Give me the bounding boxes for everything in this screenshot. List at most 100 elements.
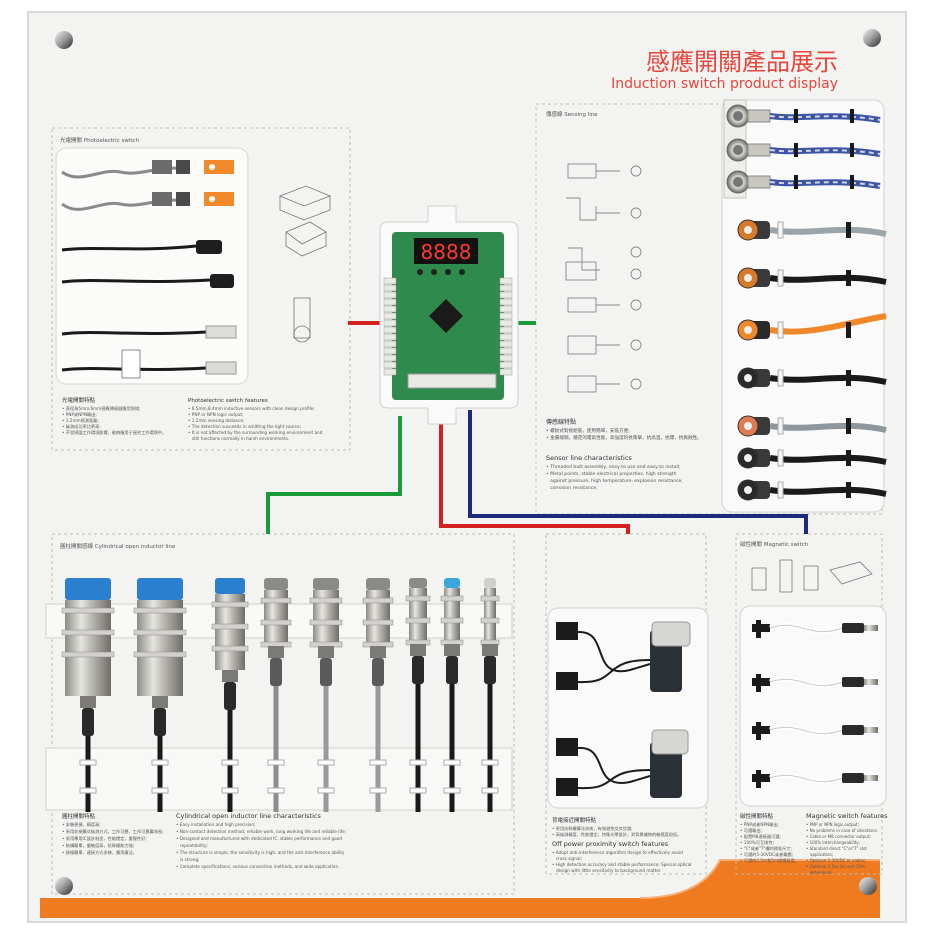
controller-board: 8888: [379, 205, 519, 425]
magnetic-connector-icon: [842, 623, 864, 633]
feature-item: • 100% Interchangeability;: [806, 840, 860, 845]
feature-item: • 螺紋式對接組裝，使用簡單，安裝方便;: [546, 427, 630, 434]
cylindrical-features-cn: 圓柱開關特點: [62, 812, 96, 820]
cylindrical-label: 圓柱開關感線 Cylindrical open inductor line: [60, 542, 176, 550]
sensor-head-icon: [409, 578, 427, 588]
magnetic-features-cn: 磁性開關特點: [740, 812, 774, 820]
sensing-line-section: 傳感線 Sensing line 傳感線特點 • 螺紋式對接組裝，使用簡單，安裝…: [546, 99, 887, 513]
photoelectric-section: 光電開關 Photoelectric switch: [55, 136, 332, 441]
feature-item: • 金屬端頭，穩定的電氣性能，高強度的抗衝擊，抗高溫，抗爆，抗腐蝕性。: [546, 434, 702, 441]
cylindrical-list-cn: • 安裝便捷，精度高;• 采用非接觸式檢測方式，工作可靠，工作可靠壽命長;• 采…: [62, 821, 164, 856]
feature-item: • 采用抗幹擾算法技術，有效避免交叉信號;: [552, 825, 633, 832]
sensing-features-en: Sensor line characteristics: [546, 454, 632, 462]
sensing-line-label: 傳感線 Sensing line: [546, 110, 598, 118]
line-drawings: [278, 185, 332, 343]
sensor-head-icon: [444, 578, 460, 588]
feature-item: • It is not affected by the surrounding …: [188, 430, 323, 435]
mount-bar-bottom: [45, 747, 513, 811]
feature-item: • 檢測成功率比更高;: [62, 423, 101, 430]
sensor-body: [409, 588, 427, 644]
feature-item: • PNP or NPN logic output;: [188, 412, 243, 417]
offpower-list-cn: • 采用抗幹擾算法技術，有效避免交叉信號;• 高檢測精度，性能穩定，特殊光學設計…: [552, 825, 681, 838]
photoelectric-list-cn: • 直徑為5mm,6mm感應傳感器應用領域;• PNP或NPN輸出;• 1.2m…: [62, 405, 166, 436]
sensor-body: [137, 600, 183, 696]
proximity-sensor-icon: [556, 672, 578, 690]
feature-item: repeatability;: [180, 843, 208, 848]
feature-item: • 采用非接觸式檢測方式，工作可靠，工作可靠壽命長;: [62, 828, 164, 835]
display-digits: 8888: [421, 240, 472, 264]
feature-item: still functions normally in harsh enviro…: [192, 436, 289, 441]
feature-item: extensions.: [810, 870, 833, 875]
feature-item: • 采用專用IC設計制造，性能穩定，重復性好;: [62, 835, 147, 842]
sensor-body: [444, 588, 460, 644]
sensor-head-icon: [65, 578, 111, 600]
connection-wires: [266, 321, 808, 534]
sensing-list-cn: • 螺紋式對接組裝，使用簡單，安裝方便;• 金屬端頭，穩定的電氣性能，高強度的抗…: [546, 427, 702, 441]
photo-sensor-icon: [210, 274, 234, 288]
feature-item: • The detection succeeds in emitting the…: [188, 424, 301, 429]
proximity-sensor-icon: [556, 622, 578, 640]
orange-sensor-icon: [204, 160, 234, 174]
feature-item: • 結構簡單，靈敏度高，抗幹擾能力強;: [62, 842, 134, 849]
title-cn: 感應開關產品展示: [646, 48, 838, 76]
feature-item: • 安裝便捷，精度高;: [62, 821, 101, 828]
feature-item: • Cable or M8 connector output;: [806, 834, 871, 839]
feature-item: • 可選輸出;: [740, 827, 762, 834]
sensor-body: [484, 588, 496, 644]
feature-item: • 接線簡單，連接方式多樣，應用廣泛。: [62, 849, 137, 856]
offpower-list-en: • Adopt anti-interference algorithm desi…: [552, 850, 691, 873]
magnetic-connector-icon: [842, 677, 864, 687]
sensor-head-icon: [215, 578, 245, 594]
proximity-sensor-icon: [556, 778, 578, 796]
proximity-sensor-pair-top: [556, 621, 691, 692]
feature-item: corrosion resistance.: [550, 485, 598, 491]
feature-item: • 1.2mm sensing distance;: [188, 418, 245, 423]
feature-item: • "C"或者"T"槽的標准尺寸;: [740, 845, 792, 852]
photoelectric-label: 光電開關 Photoelectric switch: [60, 136, 140, 144]
magnetic-section: 磁性開關 Magnetic switch 磁性開關特點 • PNP或者NPN輸出…: [739, 540, 888, 875]
feature-item: • PNP或者NPN輸出;: [740, 821, 779, 828]
proximity-sensor-icon: [556, 738, 578, 756]
sensing-list-en: • Threaded butt assembly, easy to use an…: [546, 464, 683, 491]
feature-item: cross signal;: [556, 856, 582, 861]
magnetic-list-en: • PNP or NPN logic output;• No problems …: [806, 822, 878, 875]
photoelectric-features-en: Photoelectric switch features: [188, 398, 268, 404]
feature-item: • 6.5mm,8.4mm inductive sensors with cle…: [188, 406, 315, 411]
feature-item: • Adopt anti-interference algorithm desi…: [552, 850, 683, 855]
feature-item: • PNP或NPN輸出;: [62, 411, 97, 418]
sensor-head-icon: [366, 578, 390, 590]
feature-item: • Optional 2.5m,5m and 10m: [806, 864, 865, 869]
orange-sensor-row: [61, 160, 234, 211]
feature-item: • The structure is simple, the sensitivi…: [176, 850, 345, 855]
feature-item: • 100%可互換性;: [740, 839, 774, 846]
feature-item: • Easy installation and high precision;: [176, 822, 255, 827]
feature-item: is strong;: [180, 857, 199, 862]
feature-item: • 配置M8連接器可選;: [740, 833, 781, 840]
magnetic-connector-icon: [842, 773, 864, 783]
photo-sensor-icon: [196, 240, 222, 254]
sensor-head-icon: [484, 578, 496, 588]
orange-sensor-icon: [204, 192, 234, 206]
bolt-icon: [55, 877, 73, 895]
title-en: Induction switch product display: [611, 76, 838, 92]
proximity-sensor-pair-bottom: [556, 729, 689, 798]
cylindrical-list-en: • Easy installation and high precision; •…: [176, 822, 346, 869]
offpower-features-cn: 背電接近開關特點: [552, 816, 597, 824]
feature-item: • No problems in case of vibrations;: [806, 828, 878, 833]
bolt-icon: [859, 877, 877, 895]
seven-segment-display: [414, 238, 478, 264]
magnetic-switches: [752, 620, 878, 788]
magnetic-connector-icon: [842, 725, 864, 735]
feature-item: • 直徑為5mm,6mm感應傳感器應用領域;: [62, 405, 140, 412]
label-tag: [121, 349, 141, 379]
offpower-features-en: Off power proximity switch features: [552, 840, 669, 848]
sensor-body: [65, 600, 111, 696]
magnetic-features-en: Magnetic switch features: [806, 812, 888, 820]
feature-item: • Non-contact detection method, reliable…: [176, 829, 346, 834]
magnetic-list-cn: • PNP或者NPN輸出;• 可選輸出;• 配置M8連接器可選;• 100%可互…: [740, 821, 799, 864]
feature-item: • 可選的5-30VDC或者電纜;: [740, 851, 793, 858]
microcontroller-chip: [429, 299, 463, 333]
orange-stripe: [40, 860, 880, 918]
